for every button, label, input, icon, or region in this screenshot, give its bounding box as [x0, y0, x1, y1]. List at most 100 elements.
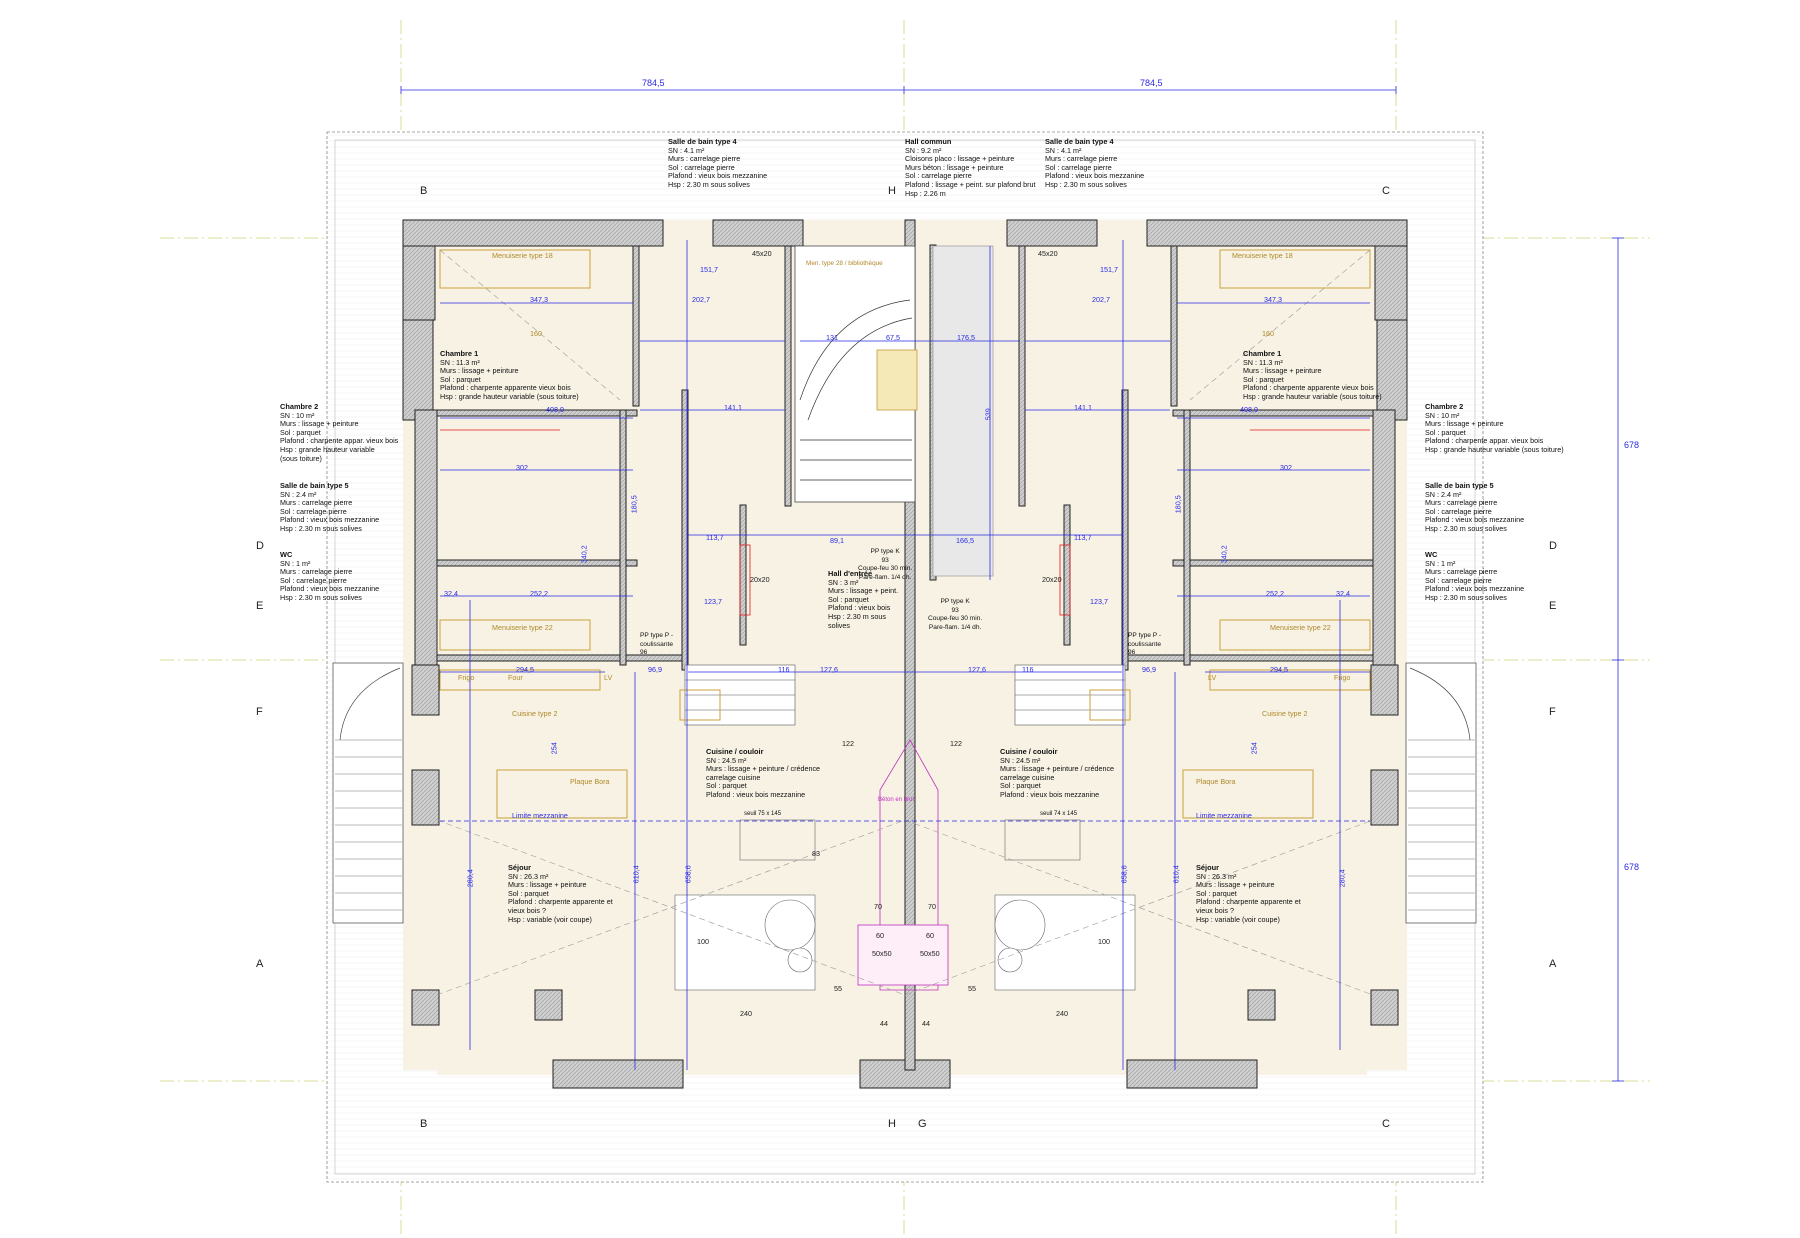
- lv-left: LV: [604, 673, 613, 682]
- dim-151-left: 151,7: [700, 265, 718, 274]
- dim-408-left: 408,9: [546, 405, 564, 414]
- dim-1137-left: 113,7: [706, 533, 724, 542]
- furniture: [439, 249, 1371, 819]
- seuil-right: seuil 74 x 145: [1040, 811, 1078, 817]
- dim-340-left: 340,2: [579, 545, 589, 564]
- axis-label-d-left: D: [256, 540, 264, 552]
- dim-116-right: 116: [1022, 665, 1034, 674]
- dim-5050-left: 50x50: [872, 949, 892, 958]
- dim-83: 83: [812, 849, 820, 858]
- dim-5050-right: 50x50: [920, 949, 940, 958]
- dim-969-left: 96,9: [648, 665, 662, 674]
- menuiserie-18-left: Menuiserie type 18: [492, 251, 553, 260]
- central-column: [857, 739, 949, 991]
- dim-1665: 166,5: [956, 536, 974, 545]
- dim-122-right: 122: [950, 739, 962, 748]
- dim-302-right: 302: [1280, 463, 1292, 472]
- dim-658-left: 658,6: [683, 865, 693, 884]
- dim-60-right: 60: [926, 931, 934, 940]
- dim-202-left: 202,7: [692, 295, 710, 304]
- lv-right: LV: [1208, 673, 1217, 682]
- dim-2525-left: 252,2: [530, 589, 548, 598]
- dim-202-right: 202,7: [1092, 295, 1110, 304]
- dim-122-left: 122: [842, 739, 854, 748]
- dim-340-right: 340,2: [1219, 545, 1229, 564]
- dim-55-right: 55: [968, 984, 976, 993]
- dim-324-left: 32,4: [444, 589, 458, 598]
- dim-1137-right: 113,7: [1074, 533, 1092, 542]
- dim-20x20-right: 20x20: [1042, 575, 1062, 584]
- dim-675: 67,5: [886, 333, 900, 342]
- dim-100-right: 100: [1098, 937, 1110, 946]
- frigo-left: Frigo: [458, 673, 475, 682]
- dim-969-right: 96,9: [1142, 665, 1156, 674]
- axis-label-f-left: F: [256, 706, 263, 718]
- dim-44-right: 44: [922, 1019, 930, 1028]
- dim-141-right: 141,1: [1074, 403, 1092, 412]
- dim-45x20-left: 45x20: [752, 249, 772, 258]
- lower-stairs: [684, 664, 1126, 726]
- dim-254-right: 254: [1249, 742, 1259, 755]
- axis-label-f-right: F: [1549, 706, 1556, 718]
- inner-boundary: [334, 139, 1476, 1175]
- dim-324-right: 32,4: [1336, 589, 1350, 598]
- dim-55-left: 55: [834, 984, 842, 993]
- dim-610-right: 610,4: [1171, 865, 1181, 884]
- frigo-right: Frigo: [1334, 673, 1351, 682]
- dim-658-right: 658,6: [1119, 865, 1129, 884]
- dim-180-right: 180,5: [1173, 495, 1183, 514]
- dim-44-left: 44: [880, 1019, 888, 1028]
- axis-label-a-right: A: [1549, 958, 1557, 970]
- cuisine-type-2-right: Cuisine type 2: [1262, 709, 1308, 718]
- dim-347-right: 347,3: [1264, 295, 1282, 304]
- dim-240-left: 240: [740, 1009, 752, 1018]
- four-left: Four: [508, 673, 523, 682]
- axis-label-h-top: H: [888, 185, 896, 197]
- dim-2525-right: 252,2: [1266, 589, 1284, 598]
- living-furniture: [674, 819, 1136, 991]
- overall-dim-left: 784,5: [642, 78, 665, 88]
- dim-131: 131: [826, 333, 838, 342]
- dim-254-left: 254: [549, 742, 559, 755]
- height-dim-bottom: 678: [1624, 862, 1640, 872]
- menuiserie-18-right: Menuiserie type 18: [1232, 251, 1293, 260]
- dim-100-left: 100: [697, 937, 709, 946]
- dim-151-right: 151,7: [1100, 265, 1118, 274]
- dim-180-left: 180,5: [629, 495, 639, 514]
- plaque-bora-right: Plaque Bora: [1196, 777, 1236, 786]
- dim-141-left: 141,1: [724, 403, 742, 412]
- men-type-28: Men. type 28 / bibliothèque: [806, 260, 883, 267]
- height-dim-top: 678: [1624, 440, 1640, 450]
- axis-label-d-right: D: [1549, 540, 1557, 552]
- dim-280-left: 280,4: [465, 869, 475, 888]
- dim-240-right: 240: [1056, 1009, 1068, 1018]
- menuiserie-22-left: Menuiserie type 22: [492, 623, 553, 632]
- overall-dim-right: 784,5: [1140, 78, 1163, 88]
- dim-2945-left: 294,5: [516, 665, 534, 674]
- dim-160-right: 160: [1262, 329, 1274, 338]
- side-stairs: [332, 662, 1477, 924]
- dim-302-left: 302: [516, 463, 528, 472]
- limite-mezzanine-left: Limite mezzanine: [512, 811, 568, 820]
- beton-brut-left: Béton en brut: [878, 797, 915, 803]
- red-notes: [440, 429, 1370, 616]
- axis-label-e-left: E: [256, 600, 264, 612]
- dim-1237-left: 123,7: [704, 597, 722, 606]
- menuiserie-22-right: Menuiserie type 22: [1270, 623, 1331, 632]
- dim-60-left: 60: [876, 931, 884, 940]
- seuil-left: seuil 75 x 145: [744, 811, 782, 817]
- dim-408-right: 408,9: [1240, 405, 1258, 414]
- dim-70-right: 70: [928, 902, 936, 911]
- central-stair: [794, 245, 994, 577]
- axis-label-c-bottom: C: [1382, 1118, 1390, 1130]
